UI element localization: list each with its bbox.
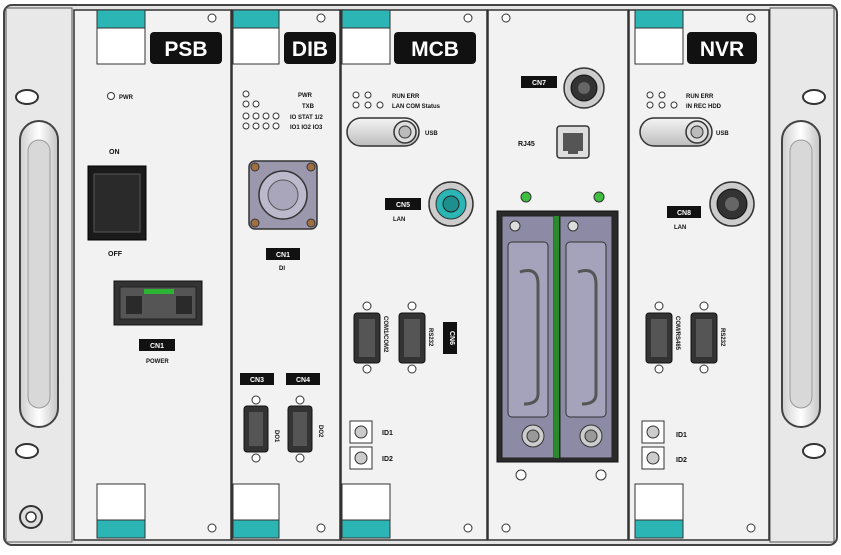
svg-text:RS232: RS232: [719, 328, 725, 347]
do1-connector[interactable]: [243, 395, 269, 463]
nvr-id2-switch[interactable]: [641, 446, 665, 470]
left-rack-ear: [5, 7, 73, 543]
cn4-tag: [286, 373, 320, 385]
svg-text:DO1: DO1: [273, 430, 279, 443]
svg-text:CN1: CN1: [276, 252, 290, 259]
do2-connector[interactable]: [287, 395, 313, 463]
svg-text:ID2: ID2: [382, 456, 393, 463]
psb-label: [150, 32, 222, 64]
svg-text:LAN COM Status: LAN COM Status: [392, 104, 441, 110]
nvr-lan-connector[interactable]: [709, 181, 755, 227]
nvr-label: [687, 32, 757, 64]
storage-module: CN7 RJ45: [487, 9, 629, 541]
nvr-com1-connector[interactable]: [645, 301, 673, 374]
svg-text:NVR: NVR: [700, 38, 744, 61]
cn6-tag: [443, 322, 457, 354]
svg-text:USB: USB: [716, 131, 729, 137]
svg-text:RJ45: RJ45: [518, 141, 535, 148]
svg-text:IO1 IO2 IO3: IO1 IO2 IO3: [290, 125, 323, 131]
svg-text:RUN ERR: RUN ERR: [392, 94, 420, 100]
svg-text:TXB: TXB: [302, 104, 315, 110]
id1-switch[interactable]: [349, 420, 373, 444]
right-rack-ear: [769, 7, 835, 543]
svg-text:RUN ERR: RUN ERR: [686, 94, 714, 100]
svg-text:USB: USB: [425, 131, 438, 137]
mcb-led-array: [352, 91, 384, 109]
svg-text:COM/RS485: COM/RS485: [674, 316, 680, 351]
mcb-module: MCB RUN ERR LAN COM Status USB CN5 LAN: [340, 9, 488, 541]
svg-text:CN7: CN7: [532, 80, 546, 87]
dib-cn1-tag: [266, 248, 300, 260]
nvr-id1-switch[interactable]: [641, 420, 665, 444]
svg-text:COM1/COM2: COM1/COM2: [382, 316, 388, 353]
svg-text:CN8: CN8: [677, 210, 691, 217]
dib-label: [284, 32, 336, 64]
svg-text:ID1: ID1: [382, 430, 393, 437]
aux-circular-connector[interactable]: [563, 67, 605, 109]
svg-text:POWER: POWER: [146, 359, 169, 365]
svg-text:IO STAT 1/2: IO STAT 1/2: [290, 115, 323, 121]
cn1-tag: [139, 339, 175, 351]
svg-text:CN3: CN3: [250, 377, 264, 384]
svg-text:IN REC HDD: IN REC HDD: [686, 104, 722, 110]
svg-text:LAN: LAN: [674, 225, 686, 231]
usb-port[interactable]: [346, 117, 420, 147]
svg-text:LAN: LAN: [393, 217, 405, 223]
cn7-tag: [521, 76, 557, 88]
nvr-com2-connector[interactable]: [690, 301, 718, 374]
svg-text:PSB: PSB: [164, 38, 207, 61]
com1-connector[interactable]: [353, 301, 381, 374]
svg-text:DIB: DIB: [292, 38, 328, 61]
rj45-port[interactable]: [556, 125, 590, 159]
lan-connector[interactable]: [428, 181, 474, 227]
com2-connector[interactable]: [398, 301, 426, 374]
svg-text:OFF: OFF: [108, 251, 123, 258]
svg-text:CN6: CN6: [448, 331, 455, 345]
cn5-tag: [385, 198, 421, 210]
nvr-module: NVR RUN ERR IN REC HDD USB CN8 LAN COM/R…: [628, 9, 770, 541]
svg-text:RS232: RS232: [427, 328, 433, 347]
pwr-led-icon: [107, 92, 115, 100]
svg-text:ID1: ID1: [676, 432, 687, 439]
cn3-tag: [240, 373, 274, 385]
svg-text:CN5: CN5: [396, 202, 410, 209]
right-bay-led-icon: [593, 191, 605, 203]
nvr-led-array: [646, 91, 678, 109]
cn8-tag: [667, 206, 701, 218]
svg-text:DO2: DO2: [317, 425, 323, 438]
svg-text:CN4: CN4: [296, 377, 310, 384]
id2-switch[interactable]: [349, 446, 373, 470]
svg-text:CN1: CN1: [150, 343, 164, 350]
drive-bay-left[interactable]: [501, 215, 555, 459]
left-bay-led-icon: [520, 191, 532, 203]
nvr-usb-port[interactable]: [639, 117, 713, 147]
dib-led-array: [242, 90, 280, 130]
psb-module: PSB PWR ON OFF CN1 POWER: [73, 9, 232, 541]
svg-text:MCB: MCB: [411, 38, 459, 61]
svg-text:ID2: ID2: [676, 457, 687, 464]
dib-module: DIB PWR TXB IO STAT 1/2 IO1 IO2 IO3 CN1 …: [231, 9, 341, 541]
svg-text:DI: DI: [279, 266, 285, 272]
svg-text:PWR: PWR: [119, 95, 134, 101]
svg-text:PWR: PWR: [298, 93, 313, 99]
svg-text:ON: ON: [109, 149, 120, 156]
mcb-label: [394, 32, 476, 64]
drive-bay-right[interactable]: [559, 215, 613, 459]
